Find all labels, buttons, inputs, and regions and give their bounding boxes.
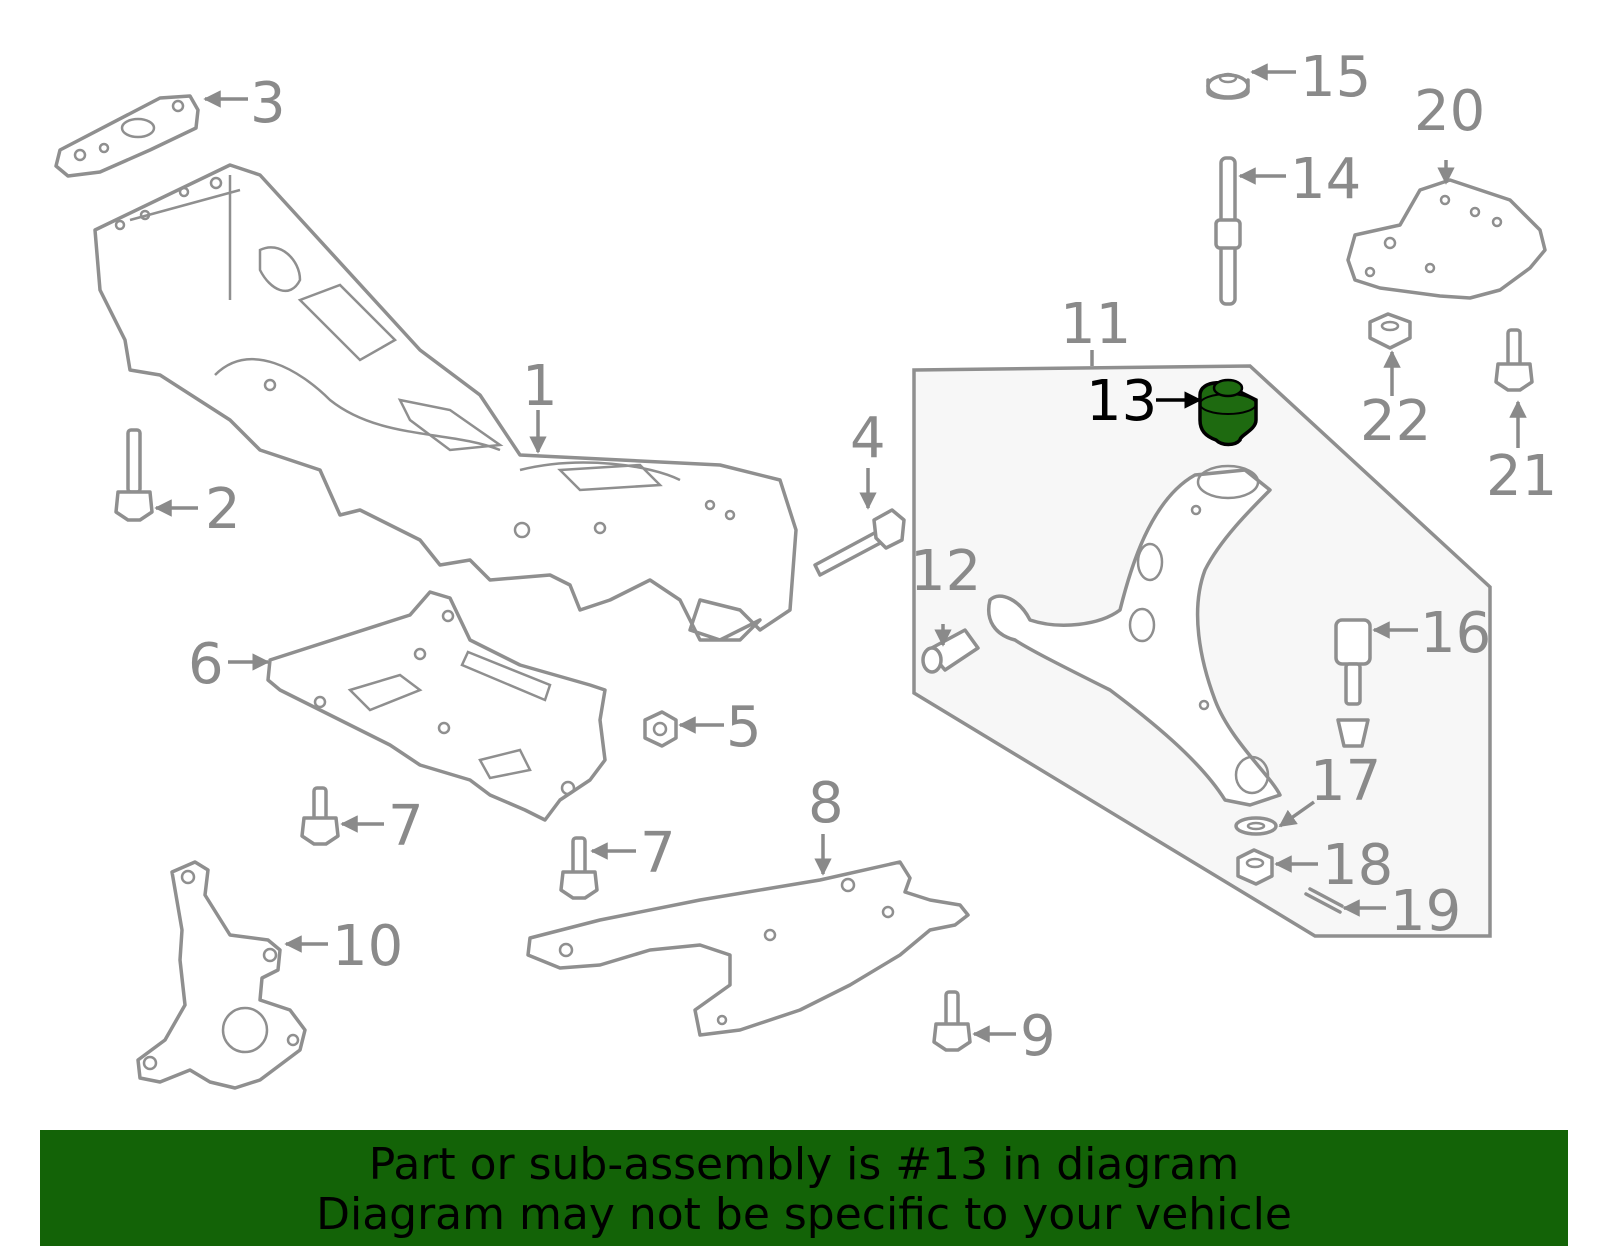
part-22-nut [1368,312,1412,350]
part-7-bolt-right [559,836,599,900]
callout-8: 8 [808,771,844,836]
part-5-nut [643,710,678,748]
callout-5: 5 [726,695,762,760]
callout-6: 6 [188,632,224,697]
part-14-stud [1214,156,1242,306]
info-banner: Part or sub-assembly is #13 in diagram D… [40,1130,1568,1246]
part-17-washer [1234,816,1278,836]
callout-12: 12 [910,539,981,604]
callout-17: 17 [1310,749,1381,814]
callout-21: 21 [1486,444,1557,509]
callout-14: 14 [1290,147,1361,212]
banner-line-2: Diagram may not be specific to your vehi… [316,1189,1292,1240]
callout-20: 20 [1414,79,1485,144]
part-19-cotter-pin [1304,887,1344,914]
part-16-ball-joint [1334,618,1372,748]
callout-18: 18 [1322,833,1393,898]
part-11-lower-control-arm [987,464,1282,807]
callout-7-right: 7 [640,821,676,886]
part-8-brace [526,860,970,1037]
part-20-bracket [1346,178,1547,300]
part-7-bolt-left [300,786,340,846]
part-12-bushing [921,628,980,674]
callout-13: 13 [1086,369,1157,434]
callout-7-left: 7 [388,794,424,859]
callout-4: 4 [850,406,886,471]
callout-19: 19 [1390,879,1461,944]
callout-15: 15 [1300,45,1371,110]
callout-1: 1 [522,354,558,419]
callout-9: 9 [1020,1004,1056,1069]
callout-11: 11 [1060,292,1131,357]
callout-2: 2 [205,477,241,542]
part-15-washer [1206,72,1250,100]
banner-line-1: Part or sub-assembly is #13 in diagram [368,1139,1240,1190]
part-1-front-subframe [93,163,798,642]
part-13-highlighted-bushing [1198,378,1258,447]
callout-10: 10 [332,914,403,979]
part-9-bolt [932,990,972,1052]
callout-arrows [154,63,1527,1043]
part-2-bolt [114,428,154,522]
callout-3: 3 [250,71,286,136]
callout-16: 16 [1420,601,1491,666]
part-10-steering-knuckle [136,860,307,1090]
callout-labels: 1 2 3 4 5 6 7 7 8 9 10 11 12 13 14 15 16… [188,45,1557,1069]
part-4-bolt [813,508,906,577]
part-18-nut [1236,848,1274,886]
part-3-mount-plate [54,94,200,178]
callout-22: 22 [1360,389,1431,454]
part-21-bolt [1494,328,1534,392]
part-6-under-cover [266,590,607,822]
